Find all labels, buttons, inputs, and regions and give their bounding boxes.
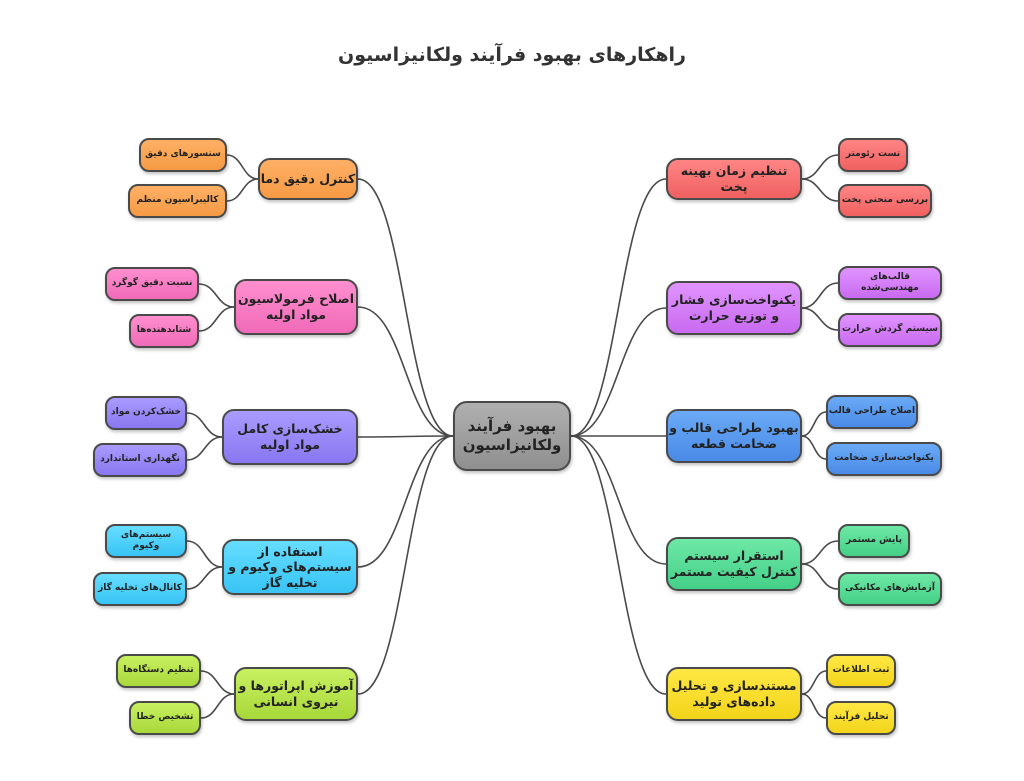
branch-node-drying[interactable]: خشک‌سازی کامل مواد اولیه (222, 409, 358, 465)
branch-node-mold-design[interactable]: بهبود طراحی قالب و ضخامت قطعه (666, 409, 802, 463)
leaf-node[interactable]: سنسورهای دقیق (139, 138, 227, 172)
branch-node-label: مستندسازی و تحلیل داده‌های تولید (671, 678, 797, 709)
leaf-node[interactable]: تشخیص خطا (129, 701, 201, 735)
leaf-node[interactable]: سیستم گردش حرارت (838, 313, 942, 347)
branch-node-quality[interactable]: استقرار سیستم کنترل کیفیت مستمر (666, 537, 802, 591)
branch-node-label: خشک‌سازی کامل مواد اولیه (237, 421, 343, 452)
leaf-node[interactable]: بررسی منحنی پخت (838, 184, 932, 218)
leaf-node-label: ثبت اطلاعات (832, 665, 890, 676)
branch-node-label: بهبود طراحی قالب و ضخامت قطعه (669, 420, 799, 451)
branch-node-cure-time[interactable]: تنظیم زمان بهینه پخت (666, 158, 802, 200)
leaf-node-label: تست رئومتر (845, 149, 901, 160)
leaf-node-label: کانال‌های تخلیه گاز (98, 583, 182, 594)
branch-node-documentation[interactable]: مستندسازی و تحلیل داده‌های تولید (666, 667, 802, 721)
branch-node-pressure[interactable]: یکنواخت‌سازی فشار و توزیع حرارت (666, 281, 802, 335)
leaf-node[interactable]: کانال‌های تخلیه گاز (93, 572, 187, 606)
leaf-node-label: اصلاح طراحی قالب (828, 406, 916, 417)
leaf-node-label: سنسورهای دقیق (145, 149, 221, 160)
branch-node-training[interactable]: آموزش اپراتورها و نیروی انسانی (234, 667, 358, 721)
leaf-node-label: تنظیم دستگاه‌ها (123, 665, 194, 676)
root-node[interactable]: بهبود فرآیند ولکانیزاسیون (453, 401, 571, 471)
leaf-node-label: خشک‌کردن مواد (110, 407, 182, 418)
leaf-node[interactable]: سیستم‌های وکیوم (105, 524, 187, 558)
leaf-node[interactable]: شتابدهنده‌ها (129, 314, 199, 348)
diagram-title: راهکارهای بهبود فرآیند ولکانیزاسیون (338, 44, 686, 66)
leaf-node[interactable]: ثبت اطلاعات (826, 654, 896, 688)
leaf-node[interactable]: نسبت دقیق گوگرد (105, 267, 199, 301)
leaf-node[interactable]: قالب‌های مهندسی‌شده (838, 266, 942, 300)
leaf-node[interactable]: خشک‌کردن مواد (105, 396, 187, 430)
branch-node-label: تنظیم زمان بهینه پخت (680, 163, 788, 194)
branch-node-label: کنترل دقیق دما (260, 171, 356, 187)
leaf-node-label: سیستم‌های وکیوم (120, 529, 172, 551)
branch-node-label: آموزش اپراتورها و نیروی انسانی (238, 678, 354, 709)
leaf-node-label: پایش مستمر (845, 535, 903, 546)
branch-node-formulation[interactable]: اصلاح فرمولاسیون مواد اولیه (234, 279, 358, 335)
branch-node-temp-control[interactable]: کنترل دقیق دما (258, 158, 358, 200)
leaf-node[interactable]: کالیبراسیون منظم (128, 184, 227, 218)
leaf-node-label: یکنواخت‌سازی ضخامت (834, 453, 934, 464)
leaf-node-label: سیستم گردش حرارت (842, 324, 938, 335)
leaf-node-label: نگهداری استاندارد (100, 454, 180, 465)
leaf-node[interactable]: تحلیل فرآیند (826, 701, 896, 735)
branch-node-label: یکنواخت‌سازی فشار و توزیع حرارت (671, 292, 797, 323)
branch-node-vacuum[interactable]: استفاده از سیستم‌های وکیوم و تخلیه گاز (222, 539, 358, 595)
leaf-node-label: شتابدهنده‌ها (136, 325, 192, 336)
leaf-node-label: قالب‌های مهندسی‌شده (861, 271, 919, 293)
leaf-node[interactable]: آزمایش‌های مکانیکی (838, 572, 942, 606)
leaf-node-label: تشخیص خطا (136, 712, 194, 723)
leaf-node-label: بررسی منحنی پخت (841, 195, 929, 206)
leaf-node-label: نسبت دقیق گوگرد (111, 278, 193, 289)
leaf-node[interactable]: تنظیم دستگاه‌ها (116, 654, 201, 688)
root-node-label: بهبود فرآیند ولکانیزاسیون (462, 417, 562, 454)
leaf-node[interactable]: یکنواخت‌سازی ضخامت (826, 442, 942, 476)
leaf-node-label: کالیبراسیون منظم (136, 195, 219, 206)
branch-node-label: استفاده از سیستم‌های وکیوم و تخلیه گاز (228, 543, 352, 590)
leaf-node[interactable]: تست رئومتر (838, 138, 908, 172)
leaf-node-label: تحلیل فرآیند (833, 712, 889, 723)
leaf-node-label: آزمایش‌های مکانیکی (845, 583, 935, 594)
leaf-node[interactable]: نگهداری استاندارد (93, 443, 187, 477)
branch-node-label: استقرار سیستم کنترل کیفیت مستمر (670, 548, 798, 579)
leaf-node[interactable]: پایش مستمر (838, 524, 910, 558)
branch-node-label: اصلاح فرمولاسیون مواد اولیه (238, 291, 354, 322)
leaf-node[interactable]: اصلاح طراحی قالب (826, 395, 918, 429)
